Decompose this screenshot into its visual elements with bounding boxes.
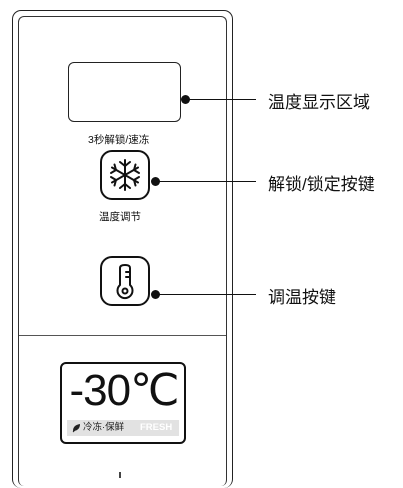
lcd-display: -30℃ 冷冻·保鲜 FRESH: [60, 362, 186, 444]
lcd-fresh-text: FRESH: [140, 422, 173, 433]
snowflake-icon: [110, 159, 140, 191]
unlock-callout-dot: [151, 177, 160, 186]
temp-adjust-label: 温度调节: [99, 211, 141, 223]
panel-inner-frame: [18, 16, 227, 486]
lcd-mode-bar: 冷冻·保鲜 FRESH: [67, 420, 179, 436]
lcd-mode-text: 冷冻·保鲜: [83, 422, 125, 433]
temperature-display-window: [68, 62, 181, 122]
lcd-temperature: -30℃: [69, 366, 179, 415]
temp-key-callout: 调温按键: [268, 288, 336, 307]
temp-callout-dot: [151, 290, 160, 299]
unlock-label: 3秒解锁/速冻: [88, 134, 150, 146]
temp-callout-line: [156, 294, 256, 295]
leaf-icon: [72, 424, 80, 433]
unlock-freeze-button[interactable]: [100, 150, 150, 200]
display-area-callout: 温度显示区域: [268, 93, 370, 112]
bottom-tick-mark: [119, 472, 121, 478]
temp-adjust-button[interactable]: [100, 256, 150, 306]
panel-divider: [19, 335, 226, 336]
panel-outer-frame: [12, 10, 233, 488]
display-callout-dot: [181, 95, 190, 104]
unlock-callout-line: [156, 181, 256, 182]
control-panel-diagram: 3秒解锁/速冻 温度调节: [12, 10, 375, 488]
thermometer-icon: [116, 264, 134, 300]
display-callout-line: [186, 99, 256, 100]
unlock-key-callout: 解锁/锁定按键: [268, 175, 375, 194]
